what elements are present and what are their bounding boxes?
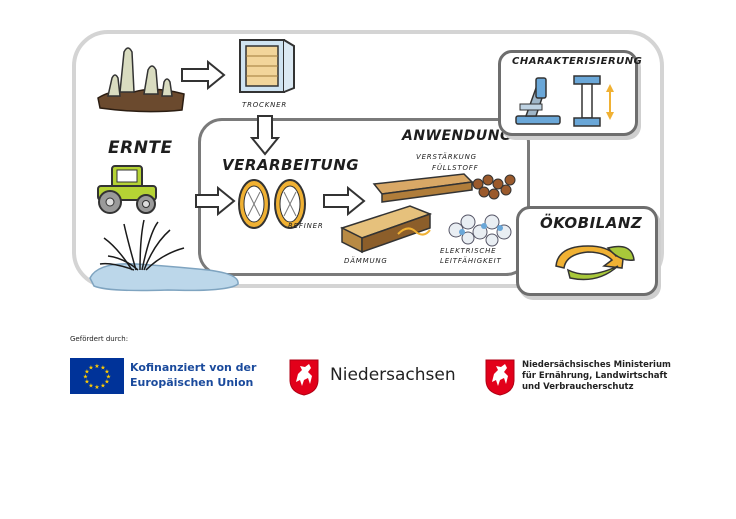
eu-text-line2: Europäischen Union xyxy=(130,376,254,389)
ministry-horse-logo xyxy=(485,359,515,396)
svg-text:★: ★ xyxy=(104,379,109,386)
arrow-to-dryer-icon xyxy=(181,59,226,91)
eu-text-line1: Kofinanziert von der xyxy=(130,361,257,374)
svg-text:★: ★ xyxy=(94,384,99,391)
tractor-icon xyxy=(97,165,157,214)
dryer-label: TROCKNER xyxy=(242,101,288,109)
dryer-icon xyxy=(239,39,295,93)
arrow-to-refiner-icon xyxy=(195,185,236,217)
arrow-to-application-icon xyxy=(323,185,366,217)
arrow-down-icon xyxy=(249,115,281,156)
svg-text:★: ★ xyxy=(88,383,93,390)
svg-text:★: ★ xyxy=(100,383,105,390)
svg-text:★: ★ xyxy=(88,365,93,372)
svg-text:★: ★ xyxy=(94,363,99,370)
reinforcement-label: VERSTÄRKUNG xyxy=(416,153,477,161)
insulation-icon xyxy=(340,205,433,254)
eu-flag-icon: ★★★ ★★★ ★★★ ★★★ xyxy=(70,358,124,394)
conductivity-icon xyxy=(448,214,512,247)
svg-text:★: ★ xyxy=(84,369,89,376)
composite-board-icon xyxy=(372,173,516,203)
recycling-leaf-icon xyxy=(555,245,635,281)
tensile-test-icon xyxy=(573,75,614,127)
ministry-line2: für Ernährung, Landwirtschaft xyxy=(522,371,668,381)
svg-text:★: ★ xyxy=(83,374,88,381)
asparagus-field-icon xyxy=(97,47,185,113)
niedersachsen-horse-logo xyxy=(289,359,319,396)
filler-label: FÜLLSTOFF xyxy=(432,164,479,172)
svg-text:★: ★ xyxy=(100,365,105,372)
electric-label: ELEKTRISCHE xyxy=(440,247,497,255)
ministry-line3: und Verbraucherschutz xyxy=(522,382,634,392)
application-label: ANWENDUNG xyxy=(402,128,512,144)
characterization-box xyxy=(498,50,638,136)
life-cycle-label: ÖKOBILANZ xyxy=(540,214,643,232)
refiner-icon xyxy=(238,179,306,229)
insulation-label: DÄMMUNG xyxy=(344,257,388,265)
svg-text:★: ★ xyxy=(84,379,89,386)
conductivity-label: LEITFÄHIGKEIT xyxy=(440,257,502,265)
microscope-icon xyxy=(515,77,561,125)
processing-label: VERARBEITUNG xyxy=(222,156,360,174)
niedersachsen-label: Niedersachsen xyxy=(330,365,456,385)
refiner-label: REFINER xyxy=(288,222,324,230)
characterization-label: CHARAKTERISIERUNG xyxy=(512,56,643,67)
harvest-label: ERNTE xyxy=(108,138,173,158)
svg-text:★: ★ xyxy=(106,374,111,381)
reed-wetland-icon xyxy=(89,219,239,292)
ministry-line1: Niedersächsisches Ministerium xyxy=(522,360,671,370)
svg-text:★: ★ xyxy=(104,369,109,376)
funded-by-label: Gefördert durch: xyxy=(70,335,129,343)
